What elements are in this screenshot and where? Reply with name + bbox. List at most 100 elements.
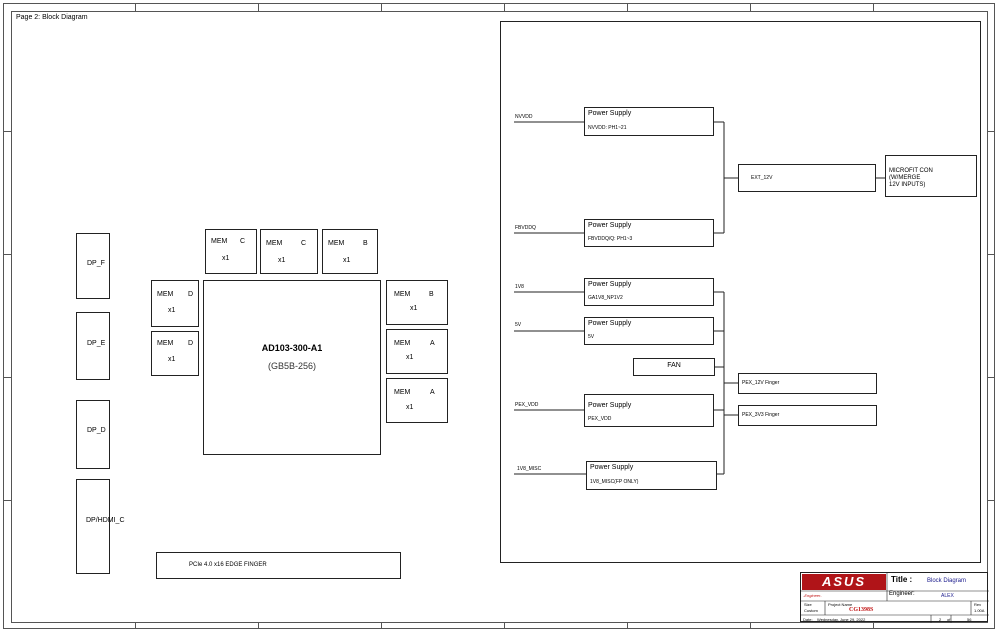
mem-label: MEM — [394, 389, 411, 396]
mem-count: x1 — [278, 257, 286, 264]
mem-channel: D — [188, 340, 194, 347]
power-supply-detail: 1V8_MISC(FP ONLY) — [590, 479, 639, 485]
engineer-value: ALEX — [941, 593, 954, 599]
mem-channel: C — [240, 238, 246, 245]
display-port-dp-f: DP_F — [76, 233, 110, 299]
power-supply-detail: GA1V8_NP1V2 — [588, 295, 623, 301]
pex-3v3-label: PEX_3V3 Finger — [742, 412, 780, 418]
project-label: Project Name — [828, 602, 853, 607]
mem-label: MEM — [394, 291, 411, 298]
microfit-label-line: (W/MERGE — [889, 175, 921, 181]
power-supply-1v8-misc: Power Supply 1V8_MISC(FP ONLY) — [586, 461, 717, 490]
border-tick — [3, 254, 11, 255]
mem-block-a2: MEM A x1 — [386, 378, 448, 423]
title-block-grid — [801, 573, 989, 623]
mem-label: MEM — [394, 340, 411, 347]
rail-label-1v8-misc: 1V8_MISC — [517, 466, 542, 472]
border-tick — [135, 623, 136, 629]
mem-count: x1 — [406, 404, 414, 411]
rail-label-nvvdd: NVVDD — [515, 114, 533, 120]
engineer-red-label: -Engineer- — [803, 593, 822, 598]
mem-channel: A — [430, 340, 435, 347]
display-port-label: DP/HDMI_C — [86, 517, 125, 524]
project-value: CG1398S — [849, 607, 874, 613]
mem-count: x1 — [168, 307, 176, 314]
border-tick — [504, 623, 505, 629]
power-supply-detail: NVVDD: PH1~21 — [588, 125, 627, 131]
rail-label-1v8: 1V8 — [515, 284, 524, 290]
border-tick — [627, 3, 628, 11]
edge-finger-label: PCIe 4.0 x16 EDGE FINGER — [189, 562, 267, 568]
border-tick — [873, 3, 874, 11]
mem-block-b2: MEM B x1 — [386, 280, 448, 325]
border-tick — [988, 500, 995, 501]
border-tick — [504, 3, 505, 11]
mem-label: MEM — [211, 238, 228, 245]
border-tick — [873, 623, 874, 629]
mem-channel: C — [301, 240, 307, 247]
date-value: Wednesday, June 29, 2022 — [817, 617, 866, 622]
mem-count: x1 — [343, 257, 351, 264]
gpu-chip-name: AD103-300-A1 — [261, 343, 323, 353]
power-supply-title: Power Supply — [588, 281, 632, 288]
power-supply-nvvdd: Power Supply NVVDD: PH1~21 — [584, 107, 714, 136]
drawing-inner-frame — [11, 11, 988, 623]
ext-12v-label: EXT_12V — [751, 175, 773, 181]
power-supply-pex-vdd: Power Supply PEX_VDD — [584, 394, 714, 427]
power-supply-1v8: Power Supply GA1V8_NP1V2 — [584, 278, 714, 306]
display-port-label: DP_F — [87, 260, 105, 267]
asus-logo: ASUS — [802, 574, 886, 590]
power-supply-title: Power Supply — [590, 464, 634, 471]
mem-channel: A — [430, 389, 435, 396]
border-tick — [3, 500, 11, 501]
date-label: Date: — [803, 617, 813, 622]
mem-channel: B — [429, 291, 434, 298]
border-tick — [988, 377, 995, 378]
sheet-number: 2 — [939, 617, 942, 622]
display-port-dp-hdmi-c: DP/HDMI_C — [76, 479, 125, 574]
power-supply-detail: 5V — [588, 334, 595, 340]
page-title: Page 2: Block Diagram — [16, 14, 88, 21]
ext-12v-block: EXT_12V — [738, 164, 876, 192]
mem-count: x1 — [222, 255, 230, 262]
border-tick — [3, 377, 11, 378]
border-tick — [135, 3, 136, 11]
microfit-label-line: 12V INPUTS) — [889, 182, 926, 188]
border-tick — [258, 3, 259, 11]
mem-block-c1: MEM C x1 — [205, 229, 257, 274]
title-label: Title : — [891, 575, 913, 584]
sheet-total: 56 — [967, 617, 972, 622]
rail-label-pex-vdd: PEX_VDD — [515, 402, 539, 408]
mem-block-b1: MEM B x1 — [322, 229, 378, 274]
mem-label: MEM — [266, 240, 283, 247]
title-block: ASUS Title : Block Diagram -Engineer- En… — [800, 572, 989, 623]
mem-label: MEM — [328, 240, 345, 247]
microfit-label-line: MICROFIT CON — [889, 168, 933, 174]
title-value: Block Diagram — [927, 578, 967, 584]
display-port-label: DP_E — [87, 340, 106, 347]
display-port-dp-d: DP_D — [76, 400, 110, 469]
display-port-label: DP_D — [87, 427, 106, 434]
power-supply-title: Power Supply — [588, 110, 632, 117]
border-tick — [258, 623, 259, 629]
mem-label: MEM — [157, 340, 174, 347]
mem-count: x1 — [406, 354, 414, 361]
border-tick — [381, 623, 382, 629]
power-supply-fbvddq: Power Supply FBVDDQ/Q: PH1~3 — [584, 219, 714, 247]
border-tick — [3, 131, 11, 132]
mem-block-d1: MEM D x1 — [151, 280, 199, 327]
sheet-of-label: of — [947, 617, 951, 622]
border-tick — [750, 623, 751, 629]
mem-label: MEM — [157, 291, 174, 298]
rev-label: Rev — [974, 602, 982, 607]
gpu-chip-package: (GB5B-256) — [267, 361, 317, 371]
power-supply-title: Power Supply — [588, 222, 632, 229]
power-supply-5v: Power Supply 5V — [584, 317, 714, 345]
mem-block-a1: MEM A x1 — [386, 329, 448, 374]
power-supply-detail: FBVDDQ/Q: PH1~3 — [588, 236, 633, 242]
mem-channel: B — [363, 240, 368, 247]
fan-block: FAN — [633, 358, 715, 376]
size-label: Size — [804, 602, 812, 607]
pcie-edge-finger: PCIe 4.0 x16 EDGE FINGER — [156, 552, 401, 579]
